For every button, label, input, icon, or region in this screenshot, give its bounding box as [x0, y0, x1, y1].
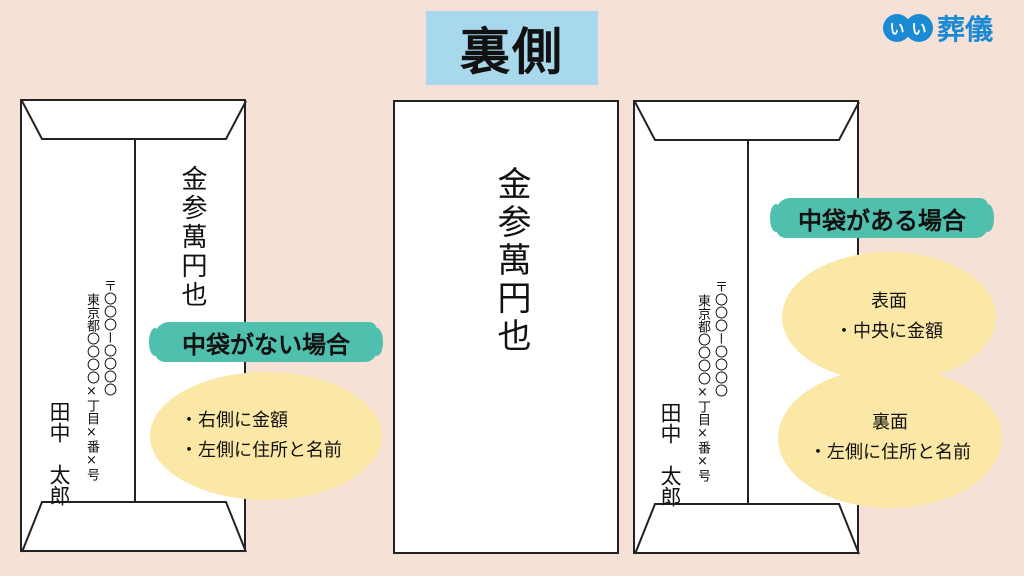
with-inner-bag-label-text: 中袋がある場合 [798, 206, 966, 235]
amount-text: 金参萬円也 [491, 166, 531, 356]
brand-logo: い い 葬儀 [883, 8, 993, 48]
bubble-line: ・右側に金額 [180, 410, 288, 431]
sender-name-text: 田中 太郎 [47, 401, 71, 506]
front-side-bubble: 表面 ・中央に金額 [782, 252, 996, 382]
postal-code-text: 〒〇〇〇ー〇〇〇〇 [712, 280, 727, 397]
page-title: 裏側 [460, 23, 564, 81]
logo-text: 葬儀 [937, 13, 994, 46]
no-inner-bag-bubble: ・右側に金額 ・左側に住所と名前 [150, 372, 382, 500]
amount-text: 金参萬円也 [177, 165, 207, 310]
back-side-bubble: 裏面 ・左側に住所と名前 [778, 368, 1002, 508]
front-side-line: ・中央に金額 [835, 321, 943, 342]
envelope-flap-lines [635, 102, 860, 555]
front-side-heading: 表面 [871, 291, 907, 312]
logo-mark-icon: い い [883, 14, 933, 42]
title-banner: 裏側 [426, 11, 598, 85]
address-text: 東京都〇〇〇〇×丁目×番×号 [695, 294, 710, 482]
back-side-line: ・左側に住所と名前 [809, 442, 971, 463]
envelope-center: 金参萬円也 [393, 100, 619, 554]
sender-name-text: 田中 太郎 [658, 402, 682, 507]
logo-circle: い [905, 14, 933, 42]
with-inner-bag-label: 中袋がある場合 [770, 198, 994, 238]
back-side-heading: 裏面 [872, 412, 908, 433]
address-text: 東京都〇〇〇〇×丁目×番×号 [84, 293, 99, 481]
no-inner-bag-label: 中袋がない場合 [149, 322, 383, 362]
bubble-line: ・左側に住所と名前 [180, 440, 342, 461]
no-inner-bag-label-text: 中袋がない場合 [182, 330, 350, 359]
postal-code-text: 〒〇〇〇ー〇〇〇〇 [101, 279, 116, 396]
envelope-flap-lines [22, 101, 247, 553]
envelope-left: 金参萬円也 〒〇〇〇ー〇〇〇〇 東京都〇〇〇〇×丁目×番×号 田中 太郎 [20, 99, 247, 553]
